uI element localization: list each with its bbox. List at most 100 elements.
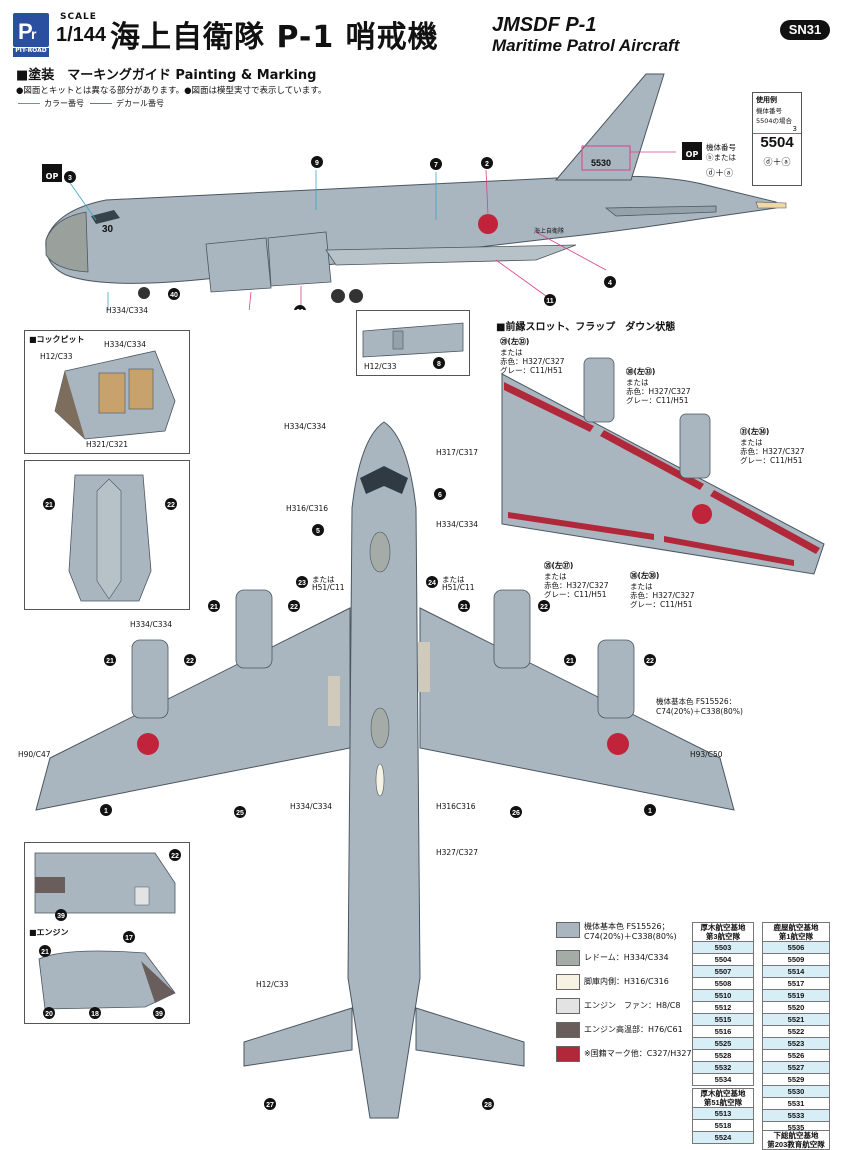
- detail-inset-drawing: 8: [362, 322, 464, 369]
- engine-detail-drawing: 21 22: [43, 474, 177, 602]
- serial-row-kanoya: 5527: [762, 1061, 830, 1074]
- slat-e-lines: または 赤色：H327/C327 グレー：C11/H51: [630, 582, 695, 609]
- serial-row-atsugi: 5516: [692, 1025, 754, 1038]
- slat-e-line-1: または: [630, 582, 653, 591]
- nose-number: 30: [102, 224, 114, 235]
- svg-text:11: 11: [546, 298, 554, 305]
- serial-cell: 5528: [692, 1049, 754, 1062]
- slat-a-line-1: または: [500, 348, 523, 357]
- top-label-fuselage: H327/C327: [436, 848, 479, 857]
- svg-text:r: r: [31, 26, 37, 42]
- usage-line2: 5504の場合: [756, 117, 793, 125]
- serial-row-kanoya: 5523: [762, 1037, 830, 1050]
- serial-cell: 5507: [692, 965, 754, 978]
- svg-text:28: 28: [484, 1102, 492, 1109]
- serial-cell: 5518: [692, 1119, 754, 1132]
- svg-text:8: 8: [437, 361, 441, 368]
- top-label-alt-left-1: または: [312, 575, 335, 584]
- svg-text:21: 21: [45, 502, 53, 509]
- atsugi-title: 厚木航空基地第3航空隊: [692, 922, 754, 942]
- serial-cell: 5513: [692, 1107, 754, 1120]
- serial-row-kanoya: 5530: [762, 1085, 830, 1098]
- scale-value: 1/144: [56, 24, 107, 46]
- slat-e-num: ㊱(左㊳): [630, 571, 660, 580]
- serial-row-kanoya: 5533: [762, 1109, 830, 1122]
- serial-cell: 5526: [762, 1049, 830, 1062]
- op-badge: OP: [682, 142, 702, 160]
- svg-text:1: 1: [104, 808, 108, 815]
- serial-cell: 5517: [762, 977, 830, 990]
- top-label-wing-base: 機体基本色 FS15526：: [656, 697, 737, 706]
- serial-row-atsugi: 5503: [692, 941, 754, 954]
- serial-row-kanoya: 5514: [762, 965, 830, 978]
- top-label-alt-right-1: または: [442, 575, 465, 584]
- svg-text:7: 7: [434, 162, 438, 169]
- serial-row-kanoya: 5522: [762, 1025, 830, 1038]
- serial-cell: 5512: [692, 1001, 754, 1014]
- serial-row-kanoya: 5520: [762, 1001, 830, 1014]
- svg-text:21: 21: [106, 658, 114, 665]
- top-label-cockpit-frame: H316/C316: [286, 504, 329, 513]
- serial-cell: 5514: [762, 965, 830, 978]
- serial-row-kanoya: 5519: [762, 989, 830, 1002]
- decal-number-legend: デカール番号: [116, 99, 164, 108]
- serial-cell: 5516: [692, 1025, 754, 1038]
- svg-text:20: 20: [296, 309, 304, 310]
- svg-text:21: 21: [460, 604, 468, 611]
- engine-box: 22 39 17 21 20 18 39 ■エンジン: [24, 842, 190, 1024]
- top-label-radome: H334/C334: [436, 520, 479, 529]
- color-number-line: [18, 103, 40, 104]
- serial-cell: 5524: [692, 1131, 754, 1144]
- serial-cell: 5508: [692, 977, 754, 990]
- key-swatch-engine-fan: [556, 998, 580, 1014]
- svg-text:25: 25: [236, 810, 244, 817]
- pit-road-logo: P r: [13, 13, 49, 57]
- slat-d-line-2: 赤色：H327/C327: [544, 581, 609, 590]
- svg-text:22: 22: [171, 853, 179, 860]
- top-label-windows: H317/C317: [436, 448, 479, 457]
- section-heading: ■塗装 マーキングガイド Painting & Marking: [16, 68, 317, 83]
- serial-cell: 5503: [692, 941, 754, 954]
- engine-drawing: 22 39 17 21 20 18 39: [34, 849, 181, 1019]
- brand-text: PIT-ROAD: [15, 47, 47, 54]
- serial-row-atsugi: 5507: [692, 965, 754, 978]
- slat-d-lines: または 赤色：H327/C327 グレー：C11/H51: [544, 572, 609, 599]
- usage-line1: 機体番号: [756, 107, 782, 115]
- serial-cell: 5510: [692, 989, 754, 1002]
- key-label-engine-fan: エンジン ファン：H8/C8: [584, 1001, 681, 1010]
- slat-a-line-3: グレー：C11/H51: [500, 366, 563, 375]
- slat-a-line-2: 赤色：H327/C327: [500, 357, 565, 366]
- key-label-airframe: 機体基本色 FS15526；: [584, 922, 670, 931]
- serial-cell: 5522: [762, 1025, 830, 1038]
- title-en-line1: JMSDF P-1: [492, 14, 597, 36]
- serial-cell: 5521: [762, 1013, 830, 1026]
- serial-cell: 5532: [692, 1061, 754, 1074]
- svg-text:17: 17: [125, 935, 133, 942]
- top-label-alt-left-2: H51/C11: [312, 583, 345, 592]
- svg-text:2: 2: [485, 161, 489, 168]
- key-swatch-airframe: [556, 922, 580, 938]
- svg-text:22: 22: [167, 502, 175, 509]
- atsugi51-title: 厚木航空基地第51航空隊: [692, 1088, 754, 1108]
- shimofusa-title: 下総航空基地第203教育航空隊: [762, 1130, 830, 1150]
- slat-b-lines: または 赤色：H327/C327 グレー：C11/H51: [626, 378, 691, 405]
- engine-title: ■エンジン: [29, 928, 69, 937]
- slat-c-line-1: または: [740, 438, 763, 447]
- svg-text:9: 9: [315, 160, 319, 167]
- serial-row-atsugi: 5532: [692, 1061, 754, 1074]
- top-label-nacelle: H334/C334: [130, 620, 173, 629]
- page-title: 海上自衛隊 P-1 哨戒機: [110, 20, 439, 55]
- serial-cell: 5519: [762, 989, 830, 1002]
- serial-cell: 5530: [762, 1085, 830, 1098]
- engine-detail-box: 21 22: [24, 460, 190, 610]
- slat-d-line-1: または: [544, 572, 567, 581]
- serial-cell: 5529: [762, 1073, 830, 1086]
- serial-row-kanoya: 5526: [762, 1049, 830, 1062]
- cockpit-title: ■コックピット: [29, 335, 85, 344]
- color-number-legend: カラー番号: [44, 99, 84, 108]
- slats-drawing: [501, 357, 825, 575]
- svg-text:20: 20: [45, 1011, 53, 1018]
- top-label-alt-right-2: H51/C11: [442, 583, 475, 592]
